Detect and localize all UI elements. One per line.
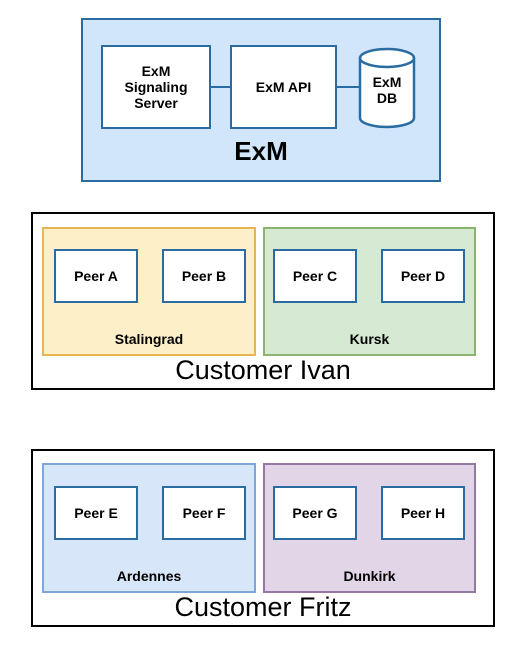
signaling-server-label-line3: Server [134, 95, 178, 111]
peer-c-label: Peer C [292, 268, 338, 284]
customer-ivan-label: Customer Ivan [175, 355, 351, 385]
peer-g-box: Peer G [273, 486, 357, 540]
exm-title: ExM [234, 136, 288, 166]
site-dunkirk-label: Dunkirk [343, 568, 396, 584]
site-kursk-label: Kursk [349, 331, 390, 347]
peer-c-box: Peer C [273, 249, 357, 303]
site-ardennes-label: Ardennes [116, 568, 182, 584]
peer-a-label: Peer A [74, 268, 118, 284]
peer-e-label: Peer E [74, 505, 118, 521]
database-icon [358, 47, 416, 129]
peer-b-box: Peer B [162, 249, 246, 303]
exm-db-label-line2: DB [376, 90, 398, 106]
peer-h-label: Peer H [400, 505, 446, 521]
peer-a-box: Peer A [54, 249, 138, 303]
peer-f-label: Peer F [182, 505, 226, 521]
peer-d-box: Peer D [381, 249, 465, 303]
signaling-server-label-line1: ExM [141, 63, 171, 79]
customer-fritz-label: Customer Fritz [174, 592, 352, 622]
peer-f-box: Peer F [162, 486, 246, 540]
signaling-server-box: ExM Signaling Server [101, 45, 211, 129]
exm-db-label: ExM DB [356, 74, 418, 106]
exm-api-box: ExM API [230, 45, 337, 129]
exm-api-label: ExM API [255, 79, 312, 95]
signaling-server-label-line2: Signaling [124, 79, 188, 95]
peer-h-box: Peer H [381, 486, 465, 540]
peer-d-label: Peer D [400, 268, 446, 284]
peer-e-box: Peer E [54, 486, 138, 540]
peer-b-label: Peer B [181, 268, 227, 284]
site-stalingrad-label: Stalingrad [114, 331, 184, 347]
peer-g-label: Peer G [292, 505, 338, 521]
exm-db-label-line1: ExM [372, 74, 402, 90]
